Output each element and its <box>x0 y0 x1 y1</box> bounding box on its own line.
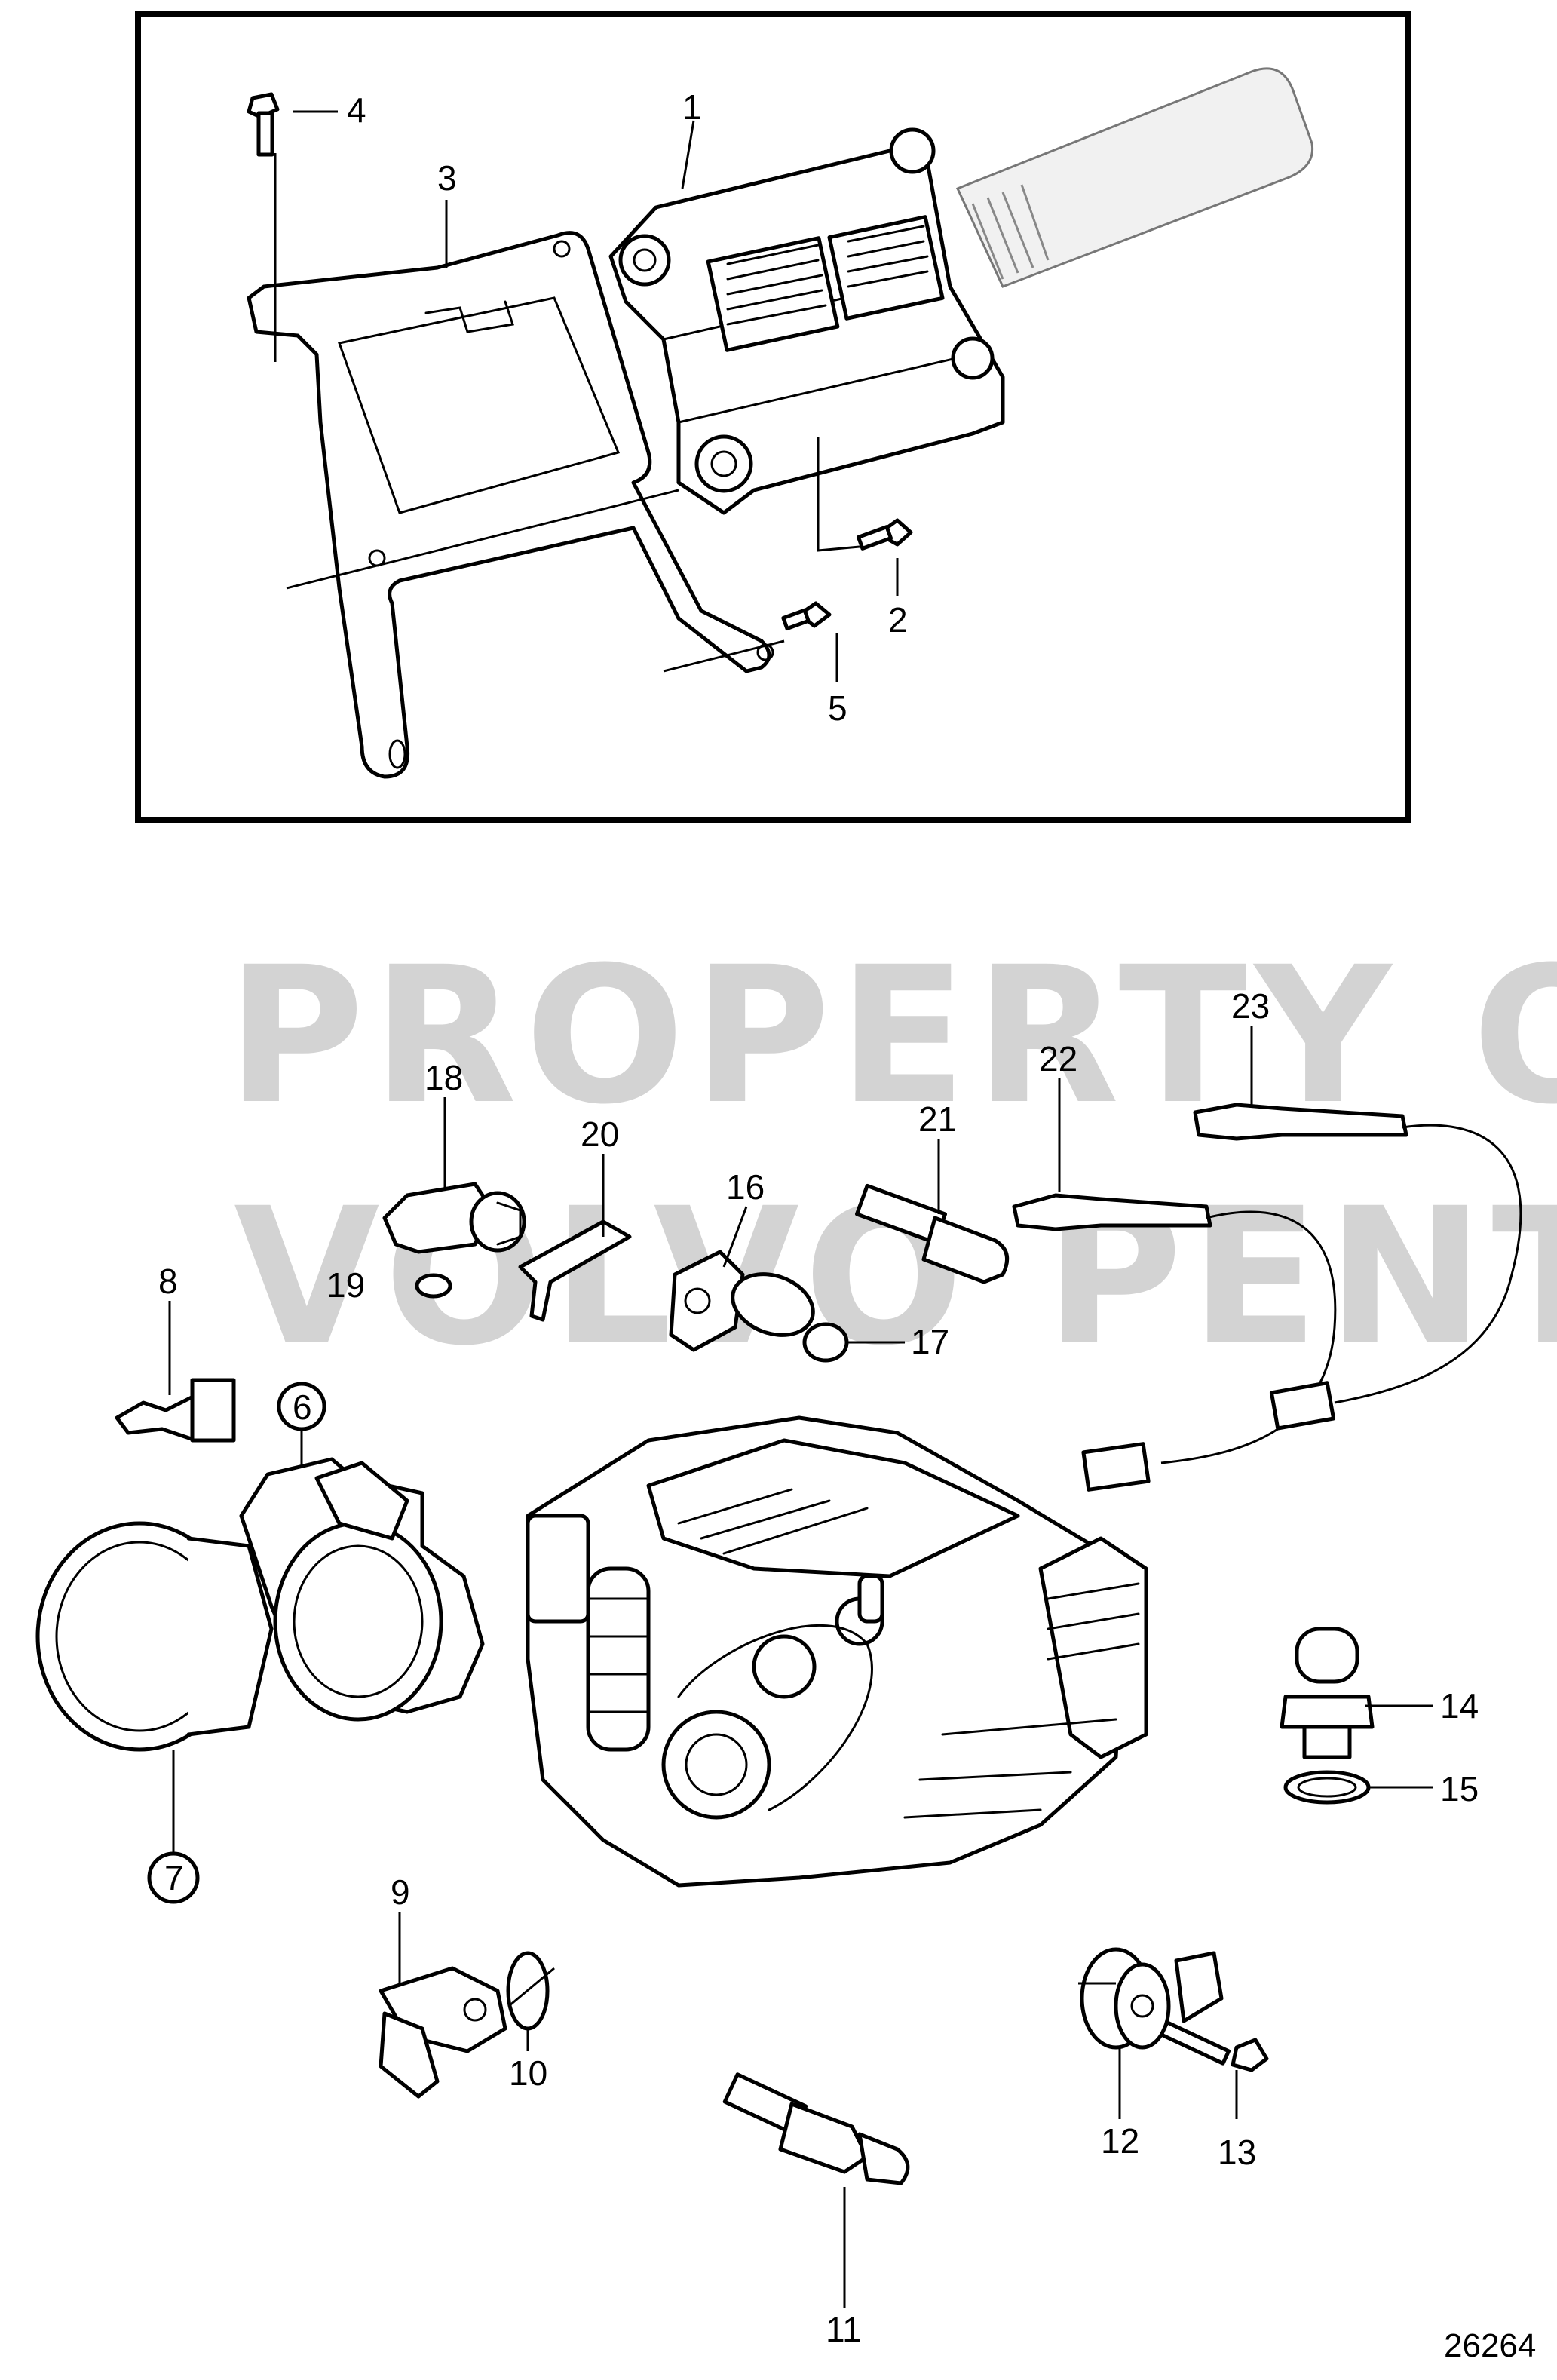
callout-17: 17 <box>911 1322 949 1361</box>
part-16-cam-sensor <box>669 1206 815 1352</box>
callout-4: 4 <box>347 90 366 130</box>
callout-11: 11 <box>826 2310 862 2349</box>
part-2-ecu-bolt <box>817 437 913 552</box>
part-14-pressure-sender <box>1280 1627 1433 1759</box>
callout-14: 14 <box>1440 1686 1479 1725</box>
callout-5: 5 <box>828 689 847 728</box>
callout-20: 20 <box>581 1115 619 1154</box>
part-20-bracket <box>518 1154 632 1322</box>
callout-1: 1 <box>682 87 702 127</box>
part-13-knock-sensor-bolt <box>1159 2020 1269 2119</box>
ecu-inset-frame <box>135 11 1411 823</box>
part-22-oxygen-sensor <box>1012 1078 1337 1492</box>
callout-9: 9 <box>391 1872 410 1912</box>
ecu-connector-plug-ghost <box>955 67 1314 288</box>
callout-8: 8 <box>158 1262 178 1301</box>
part-19-o-ring <box>415 1273 452 1299</box>
callout-22: 22 <box>1039 1039 1077 1078</box>
callout-3: 3 <box>437 158 457 198</box>
part-10-o-ring <box>506 1951 555 2051</box>
callout-6: 6 <box>293 1388 312 1427</box>
callout-23: 23 <box>1231 986 1270 1026</box>
callout-18: 18 <box>424 1058 463 1097</box>
callout-16: 16 <box>726 1167 765 1207</box>
callout-7: 7 <box>164 1858 184 1897</box>
part-15-sealing-washer <box>1283 1770 1433 1805</box>
watermark-line-1: PROPERTY OF <box>226 926 1557 1146</box>
engine-assembly <box>526 1415 1148 1888</box>
document-number: 26264 <box>1444 2327 1536 2364</box>
part-21-temperature-sensor <box>854 1139 1010 1284</box>
watermark: PROPERTY OF VOLVO PENTA <box>226 926 1557 1387</box>
part-12-knock-sensor <box>1078 1947 1224 2119</box>
part-23-oxygen-sensor <box>1193 1026 1522 1431</box>
part-17-o-ring <box>802 1322 905 1363</box>
part-7-air-filter <box>35 1521 274 1904</box>
callout-2: 2 <box>888 600 908 639</box>
part-18-map-sensor <box>382 1097 526 1254</box>
callout-labels: 4 1 3 2 5 23 22 18 20 21 16 19 8 17 6 14… <box>158 87 1479 2349</box>
callout-21: 21 <box>918 1100 957 1139</box>
callout-7-circle <box>147 1851 200 1904</box>
callout-12: 12 <box>1101 2121 1139 2161</box>
part-11-coolant-temperature-sensor <box>722 2072 910 2308</box>
part-6-throttle-body <box>239 1382 485 1722</box>
callout-19: 19 <box>326 1265 365 1305</box>
part-1-ecu-module <box>608 127 1005 515</box>
part-9-crankshaft-sensor <box>379 1912 507 2099</box>
part-4-bracket-bolt <box>247 92 280 362</box>
part-3-mounting-bracket <box>247 231 774 779</box>
callout-13: 13 <box>1218 2133 1256 2172</box>
callout-10: 10 <box>509 2053 547 2093</box>
part-5-bracket-bolt <box>781 601 832 631</box>
part-8-air-temperature-sensor <box>115 1301 236 1443</box>
callout-15: 15 <box>1440 1769 1479 1808</box>
inset-leader-lines <box>286 110 899 682</box>
